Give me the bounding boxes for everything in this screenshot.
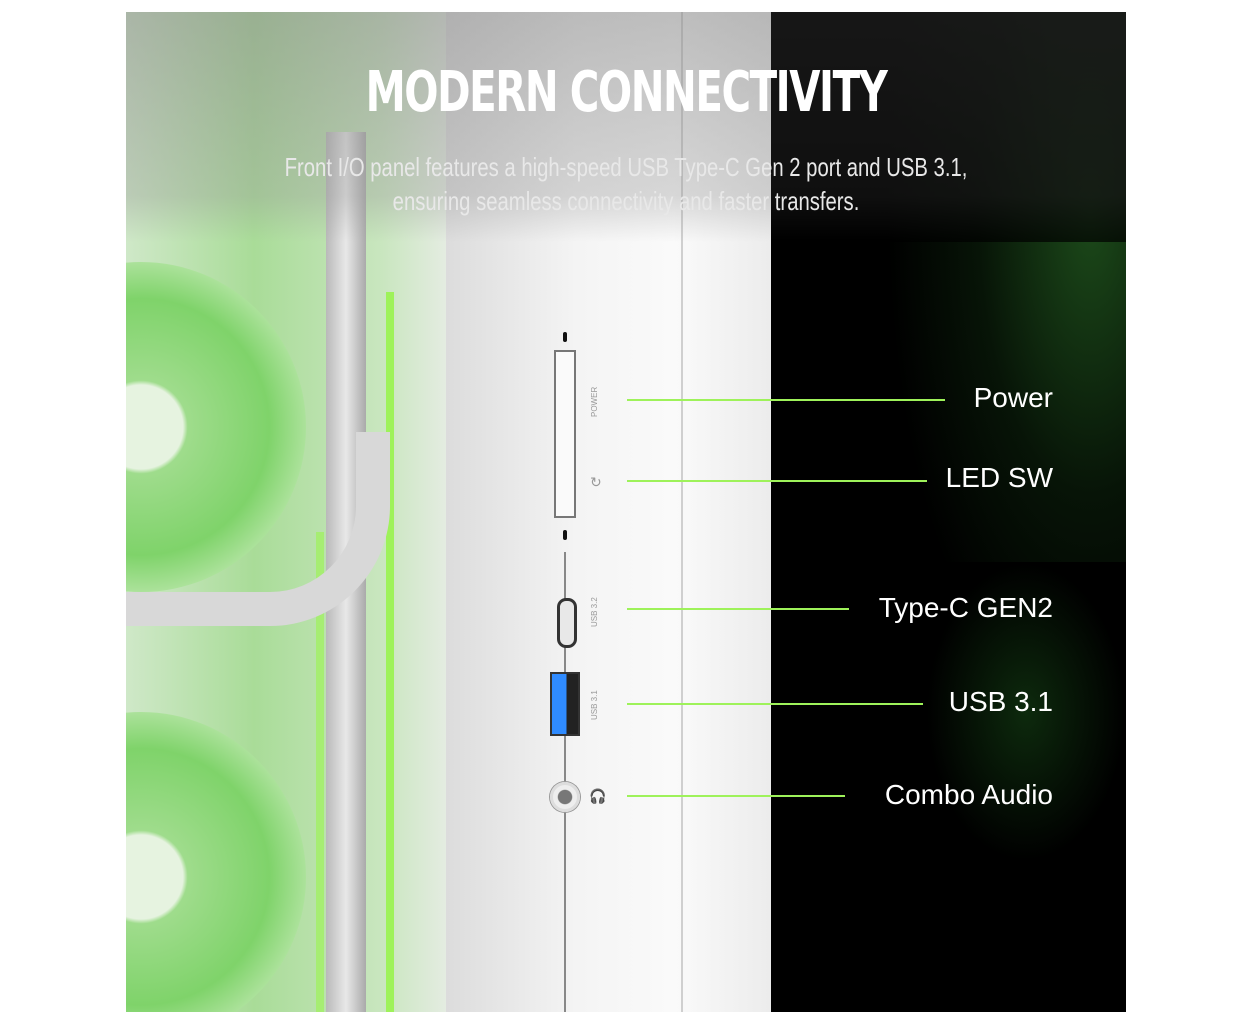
usb-a-port	[550, 672, 580, 736]
callout-power: Power	[973, 382, 1053, 413]
subtitle-line: ensuring seamless connectivity and faste…	[392, 186, 860, 216]
callout-line	[627, 703, 923, 705]
panel-edge	[681, 12, 683, 1012]
rgb-strip	[316, 532, 324, 1012]
headset-icon: 🎧	[589, 788, 607, 804]
usb32-marking: USB 3.2	[590, 597, 599, 627]
power-button	[554, 350, 576, 518]
led-switch-icon: ↻	[590, 474, 602, 490]
callout-combo-audio: Combo Audio	[884, 779, 1053, 810]
indicator-led	[563, 530, 567, 540]
callout-line	[627, 608, 849, 610]
top-dark-overlay	[771, 12, 1126, 242]
callout-usb31: USB 3.1	[948, 686, 1053, 717]
product-image: MODERN CONNECTIVITY Front I/O panel feat…	[126, 12, 1126, 1012]
green-glow	[926, 562, 1126, 862]
subtitle: Front I/O panel features a high-speed US…	[236, 150, 1016, 218]
usb31-marking: USB 3.1	[590, 690, 599, 720]
callout-led-sw: LED SW	[945, 462, 1053, 493]
callout-line	[627, 795, 845, 797]
page-title: MODERN CONNECTIVITY	[365, 60, 888, 125]
power-marking: POWER	[590, 386, 599, 417]
audio-jack	[550, 782, 580, 812]
usb-c-port	[557, 598, 577, 648]
callout-line	[627, 399, 945, 401]
rgb-strip	[386, 292, 394, 1012]
callout-type-c: Type-C GEN2	[878, 592, 1053, 623]
fan	[126, 712, 306, 1012]
indicator-led	[563, 332, 567, 342]
callout-line	[627, 480, 927, 482]
subtitle-line: Front I/O panel features a high-speed US…	[284, 152, 968, 182]
